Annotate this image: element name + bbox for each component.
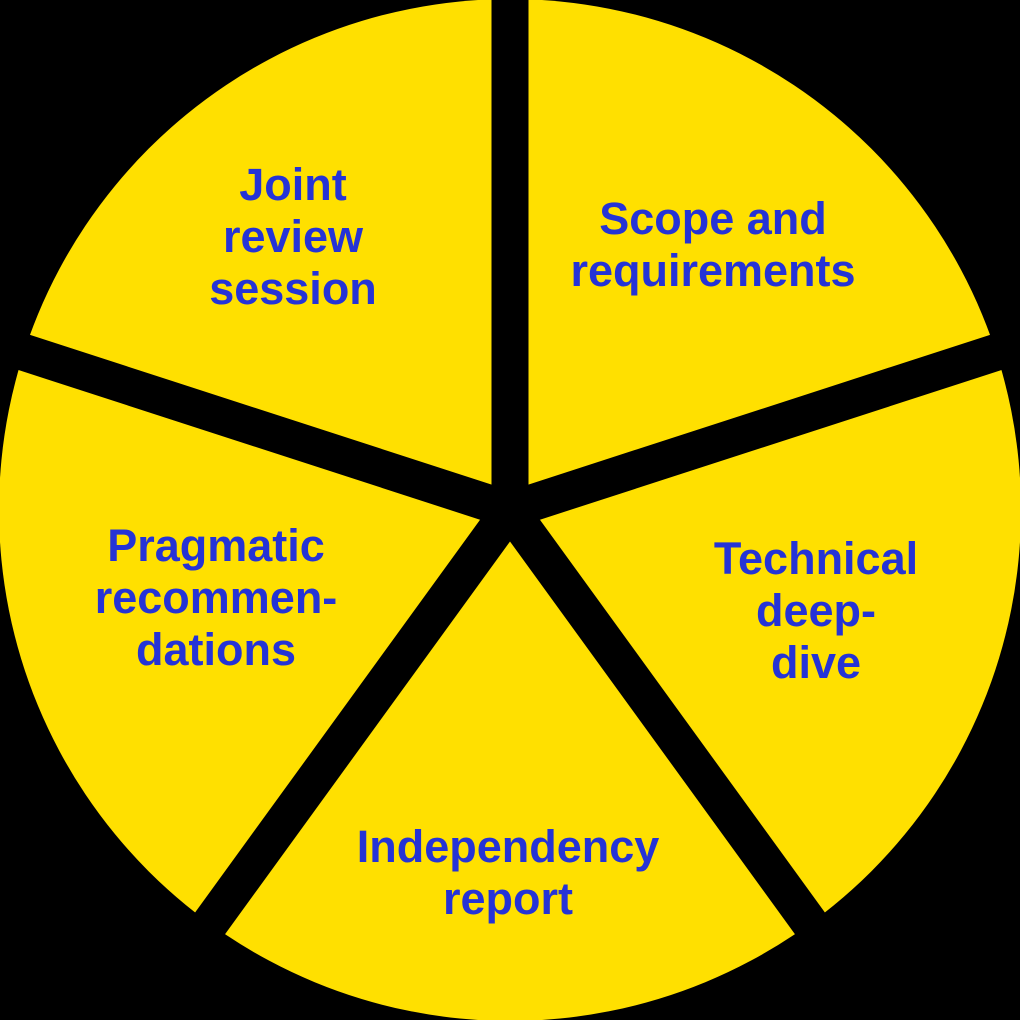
slice-divider-bottom-left [175,499,525,962]
slice-label-pragmatic-recommendations: Pragmatic recommen- dations [94,520,338,675]
slice-label-joint-review-session: Joint review session [209,159,377,314]
slice-divider-left [0,325,516,528]
slice-divider-bottom-right [495,499,845,962]
slice-label-independency-report: Independency report [356,821,660,924]
slice-label-scope-and-requirements: Scope and requirements [570,193,856,296]
slice-divider-right [504,325,1020,528]
slice-label-technical-deep-dive: Technical deep-dive [713,533,919,688]
